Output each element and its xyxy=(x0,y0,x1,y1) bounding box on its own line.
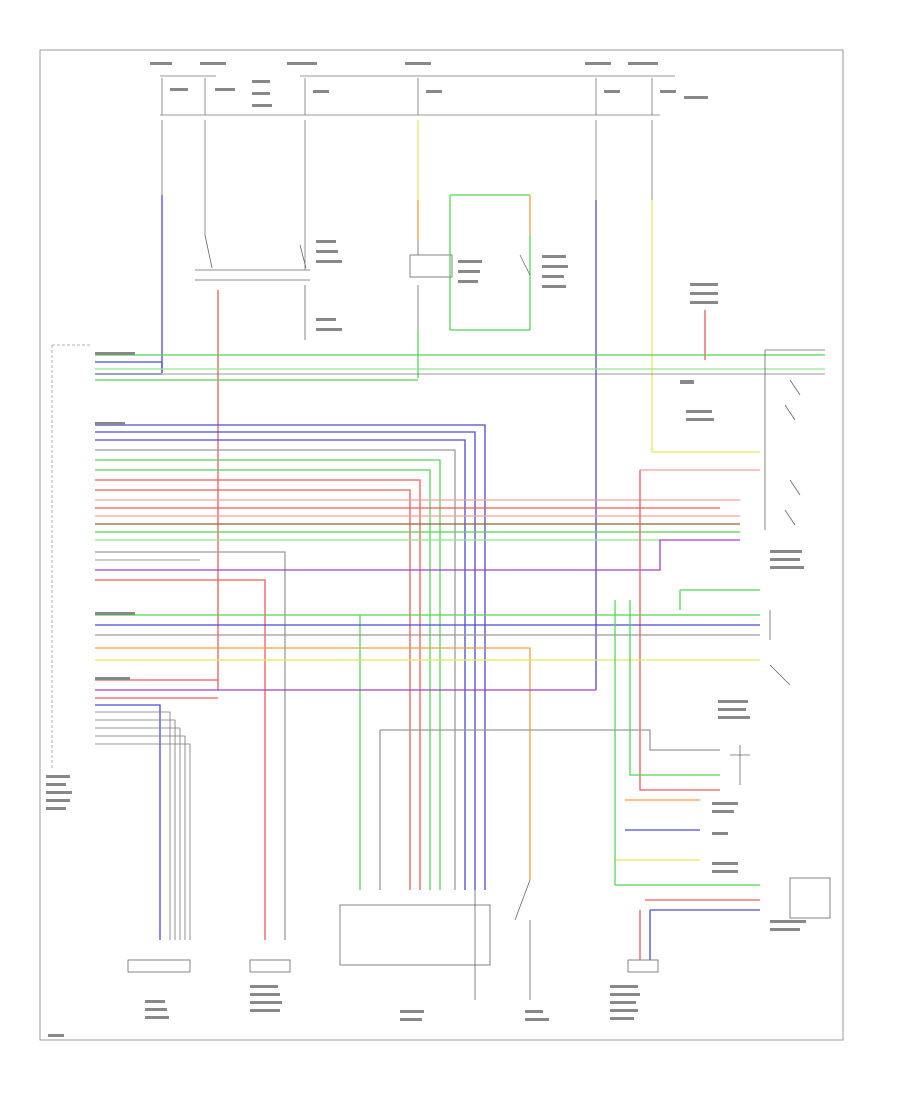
left-feed-wires xyxy=(161,120,306,690)
wire-group-2 xyxy=(95,424,740,940)
wire-group-1 xyxy=(95,354,825,381)
fuse-drops xyxy=(161,78,708,115)
wire-group-3 xyxy=(95,589,791,890)
bottom-components xyxy=(127,879,659,1021)
wire-group-4 xyxy=(95,679,596,940)
relay-block-left xyxy=(195,234,342,340)
bottom-routing xyxy=(379,600,831,931)
relay-block-center xyxy=(409,120,568,378)
fuse-bus xyxy=(150,62,675,116)
diagram-frame xyxy=(39,49,844,1041)
transaxle-range-switch xyxy=(639,349,825,791)
ecu-boundary xyxy=(46,344,90,810)
wire-label-tags xyxy=(48,352,135,1037)
right-feed-wires xyxy=(595,120,760,690)
